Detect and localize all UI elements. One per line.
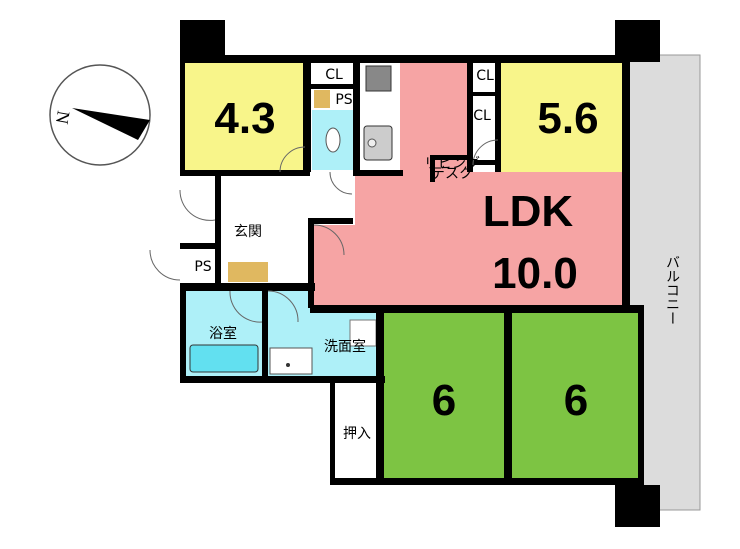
stove	[365, 65, 392, 92]
ldk-name: LDK	[483, 187, 574, 236]
balcony-label: バルコニー	[664, 255, 680, 325]
entrance-label: 玄関	[234, 223, 262, 240]
western-room-2	[497, 62, 628, 172]
ldk-room	[313, 62, 628, 305]
ps-label: PS	[194, 259, 211, 275]
western-room-1	[183, 62, 307, 172]
ps-label: PS	[335, 92, 352, 108]
japanese-room-2-size: 6	[564, 376, 588, 425]
cl-label: CL	[473, 108, 491, 124]
walls	[180, 55, 644, 485]
closet	[333, 385, 380, 480]
washbasin	[269, 347, 313, 375]
living-desk-label: リビング	[424, 156, 480, 172]
living-desk-label: デスク	[431, 165, 473, 182]
north-label: N	[52, 109, 74, 125]
washer-space	[349, 319, 377, 347]
cl-label: CL	[325, 67, 343, 83]
japanese-room-1-size: 6	[432, 376, 456, 425]
north-arrow-icon	[72, 108, 150, 140]
japanese-room-1	[383, 312, 505, 480]
door-swings	[149, 139, 499, 323]
sink	[363, 125, 393, 161]
western-room-2-size: 5.6	[537, 94, 598, 143]
pillar	[615, 20, 660, 62]
japanese-room-2	[512, 312, 640, 480]
washroom-label: 洗面室	[324, 338, 366, 355]
cl-label: CL	[476, 68, 494, 84]
compass: N	[49, 64, 151, 166]
pillar	[180, 20, 225, 62]
pillar	[615, 485, 660, 527]
bathtub	[189, 344, 259, 373]
ldk-size: 10.0	[492, 249, 578, 298]
western-room-1-size: 4.3	[214, 94, 275, 143]
entrance-storage	[228, 262, 268, 282]
closet-label: 押入	[343, 426, 371, 442]
bath-label: 浴室	[209, 325, 237, 342]
toilet-storage	[314, 90, 330, 108]
